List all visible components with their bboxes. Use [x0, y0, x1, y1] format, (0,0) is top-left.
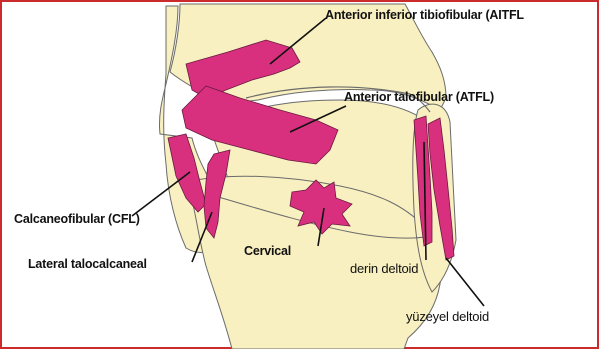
cfl-label: Calcaneofibular (CFL): [14, 212, 140, 226]
yuzeyel-deltoid-leader-line: [446, 258, 484, 306]
yuzeyel-deltoid-label: yüzeyel deltoid: [406, 309, 489, 324]
aitfl-label: Anterior inferior tibiofibular (AITFL: [325, 8, 524, 22]
atfl-label: Anterior talofibular (ATFL): [344, 90, 494, 104]
cervical-label: Cervical: [244, 244, 291, 258]
derin-deltoid-label: derin deltoid: [350, 261, 418, 276]
lateral-talocalcaneal-label: Lateral talocalcaneal: [28, 257, 147, 271]
